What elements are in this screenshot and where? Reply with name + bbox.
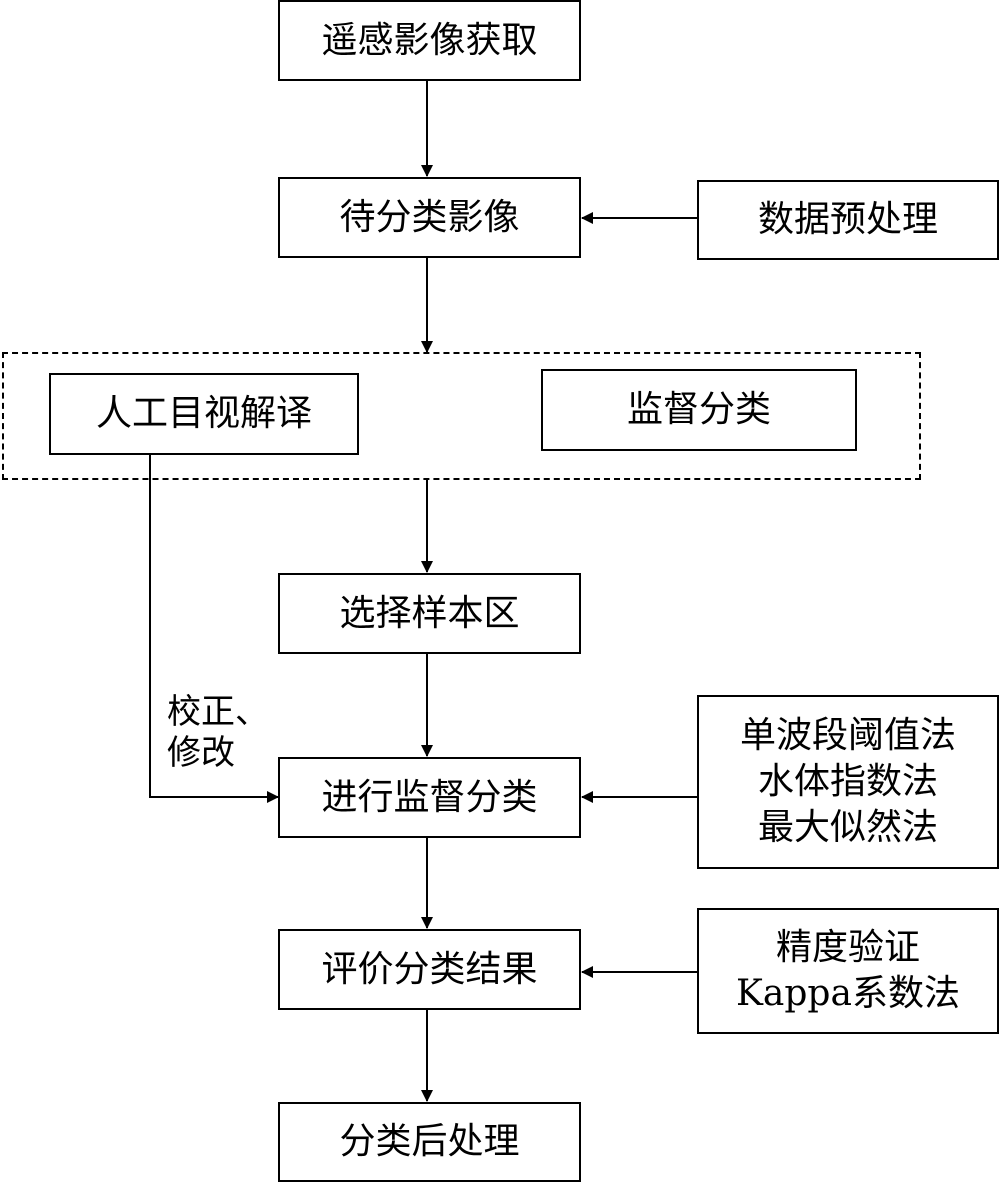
node-methods-line-2: 水体指数法 [757, 760, 938, 802]
node-select-samples: 选择样本区 [278, 573, 581, 654]
node-accuracy: 精度验证 Kappa系数法 [697, 908, 999, 1034]
node-methods-line-1: 单波段阈值法 [739, 714, 956, 756]
edge-label-correction: 校正、 修改 [167, 692, 269, 775]
node-preprocess: 数据预处理 [697, 180, 999, 260]
node-visual-interpretation: 人工目视解译 [49, 373, 359, 455]
node-methods: 单波段阈值法 水体指数法 最大似然法 [697, 695, 999, 869]
edge-label-correction-line-2: 修改 [167, 733, 235, 774]
classification-method-group [2, 352, 921, 480]
node-run-supervised-label: 进行监督分类 [321, 776, 538, 818]
node-preprocess-label: 数据预处理 [757, 199, 938, 240]
node-to-classify: 待分类影像 [278, 177, 581, 258]
node-evaluate-label: 评价分类结果 [321, 948, 538, 990]
node-accuracy-line-1: 精度验证 [775, 926, 920, 968]
node-supervised-label: 监督分类 [626, 389, 771, 430]
node-evaluate: 评价分类结果 [278, 929, 581, 1010]
node-visual-interpretation-label: 人工目视解译 [95, 393, 312, 434]
node-to-classify-label: 待分类影像 [339, 196, 520, 238]
node-run-supervised: 进行监督分类 [278, 757, 581, 838]
node-acquire: 遥感影像获取 [278, 0, 581, 81]
node-supervised: 监督分类 [541, 369, 857, 451]
node-accuracy-line-2: Kappa系数法 [736, 973, 960, 1014]
node-methods-line-3: 最大似然法 [757, 807, 938, 849]
node-post-process-label: 分类后处理 [339, 1121, 520, 1162]
node-post-process: 分类后处理 [278, 1102, 581, 1182]
edge-label-correction-line-1: 校正、 [167, 692, 269, 732]
node-select-samples-label: 选择样本区 [339, 592, 520, 634]
node-acquire-label: 遥感影像获取 [321, 19, 538, 61]
